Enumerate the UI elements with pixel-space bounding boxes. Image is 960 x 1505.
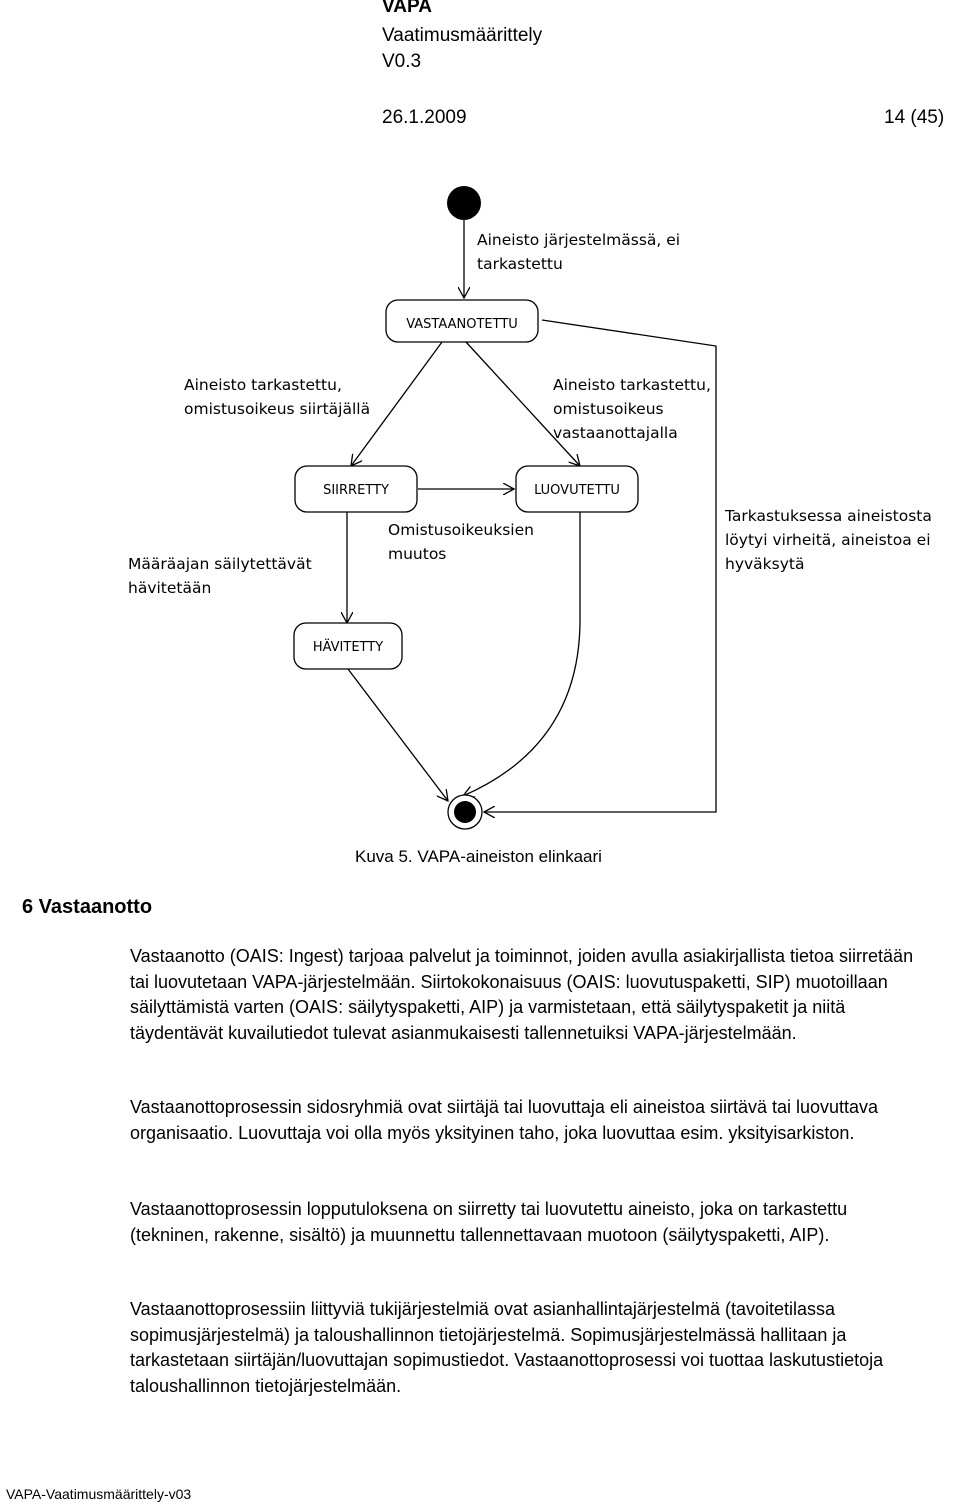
state-vastaanotettu: VASTAANOTETTU [385, 299, 539, 343]
state-luovutettu: LUOVUTETTU [515, 465, 639, 513]
document-version: V0.3 [382, 51, 422, 72]
arrow-vastaanotettu-to-siirretty [351, 341, 443, 466]
state-vastaanotettu-label: VASTAANOTETTU [406, 317, 518, 332]
state-siirretty: SIIRRETTY [294, 465, 418, 513]
paragraph-outcome: Vastaanottoprosessin lopputuloksena on s… [130, 1199, 848, 1245]
transition-label-havitys-line2: hävitetään [128, 579, 211, 597]
paragraph-stakeholders: Vastaanottoprosessin sidosryhmiä ovat si… [130, 1097, 879, 1143]
transition-label-omistus-line1: Omistusoikeuksien [388, 521, 534, 539]
transition-label-virhe-line1: Tarkastuksessa aineistosta [724, 507, 932, 525]
figure-caption: Kuva 5. VAPA-aineiston elinkaari [355, 847, 602, 866]
state-havitetty: HÄVITETTY [293, 622, 403, 670]
document-subtitle: Vaatimusmäärittely [382, 25, 543, 46]
transition-label-havitys-line1: Määräajan säilytettävät [128, 555, 312, 573]
transition-label-start-line1: Aineisto järjestelmässä, ei [477, 231, 680, 249]
paragraph-support-systems: Vastaanottoprosessiin liittyviä tukijärj… [130, 1299, 884, 1396]
arrow-havitetty-to-end [347, 668, 448, 801]
transition-label-luovutus-line1: Aineisto tarkastettu, [553, 376, 711, 394]
page-number: 14 (45) [884, 107, 945, 128]
transition-label-virhe-line3: hyväksytä [725, 555, 804, 573]
transition-label-luovutus-line3: vastaanottajalla [553, 424, 678, 442]
paragraph-ingest: Vastaanotto (OAIS: Ingest) tarjoaa palve… [130, 946, 914, 1043]
state-siirretty-label: SIIRRETTY [323, 483, 389, 498]
transition-label-luovutus-line2: omistusoikeus [553, 400, 664, 418]
document-date: 26.1.2009 [382, 107, 467, 128]
document-footer: VAPA-Vaatimusmäärittely-v03 [6, 1486, 192, 1502]
lifecycle-state-diagram: VASTAANOTETTU SIIRRETTY LUOVUTETTU HÄVIT… [128, 186, 932, 830]
document-title: VAPA [382, 0, 432, 17]
transition-label-virhe-line2: löytyi virheitä, aineistoa ei [725, 531, 931, 549]
transition-label-siirto-line2: omistusoikeus siirtäjällä [184, 400, 370, 418]
final-state-node [447, 794, 483, 830]
arrow-vastaanotettu-to-luovutettu [465, 341, 580, 466]
transition-label-start-line2: tarkastettu [477, 255, 563, 273]
section-heading: 6 Vastaanotto [22, 896, 153, 918]
arrow-luovutettu-to-end [463, 512, 581, 796]
transition-label-omistus-line2: muutos [388, 545, 446, 563]
initial-state-node [447, 186, 481, 220]
state-havitetty-label: HÄVITETTY [313, 639, 383, 655]
arrow-vastaanotettu-to-end-rejected [484, 319, 717, 812]
state-luovutettu-label: LUOVUTETTU [534, 483, 620, 498]
transition-label-siirto-line1: Aineisto tarkastettu, [184, 376, 342, 394]
